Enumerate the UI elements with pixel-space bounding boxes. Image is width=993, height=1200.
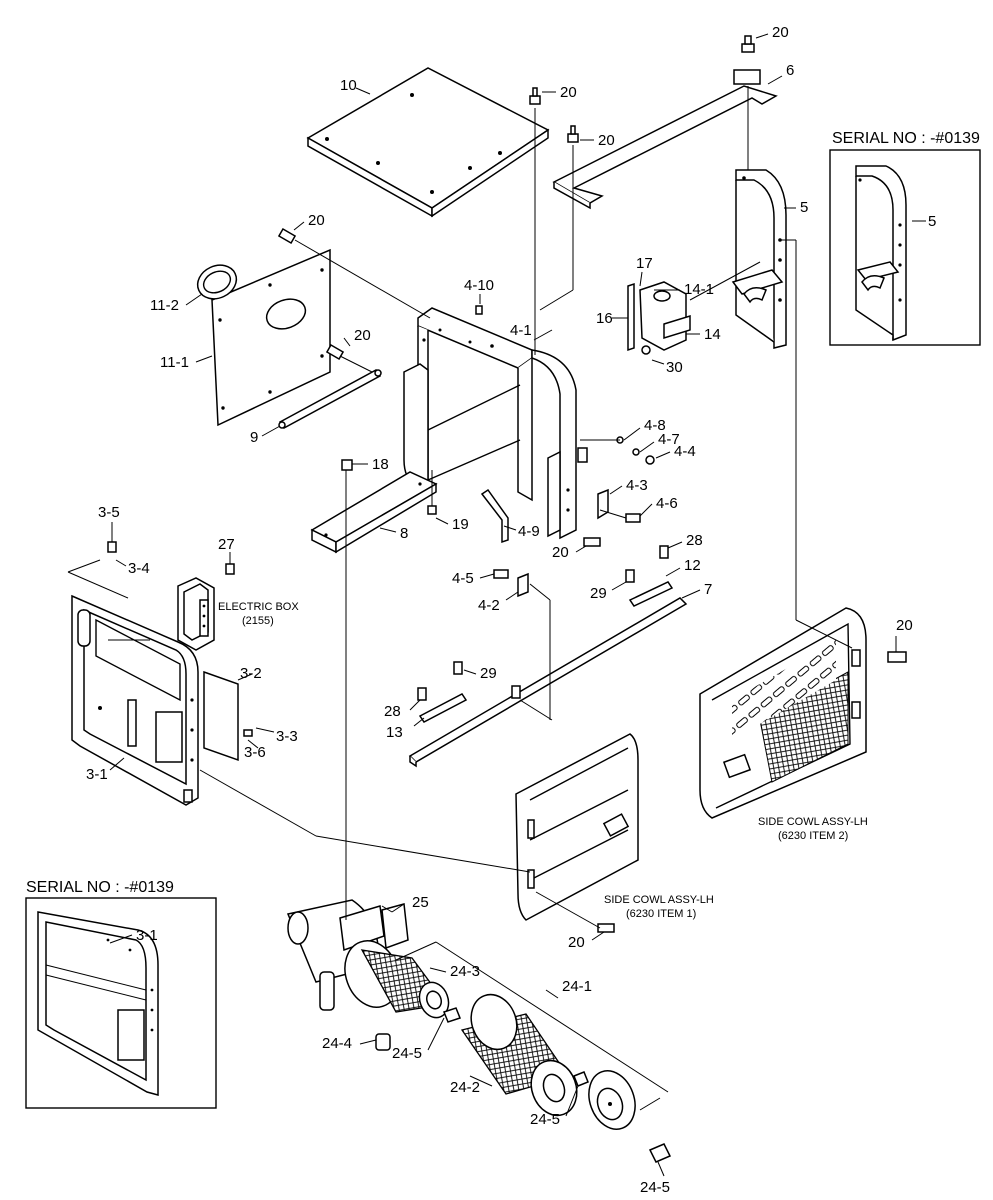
callout-6: 6: [786, 62, 794, 79]
callout-30: 30: [666, 359, 683, 376]
callout-13: 13: [386, 724, 403, 741]
callout-9: 9: [250, 429, 258, 446]
callout-20: 20: [568, 934, 585, 951]
inset-frame: [829, 149, 981, 346]
filter-element-24-2: [460, 993, 578, 1117]
callout-20: 20: [354, 327, 371, 344]
inset-serial-bottom-left: SERIAL NO : -#0139 3-1: [25, 879, 217, 1109]
callout-14: 14: [704, 326, 721, 343]
callout-16: 16: [596, 310, 613, 327]
callout-4-9: 4-9: [518, 523, 540, 540]
side-cowl-front-label: SIDE COWL ASSY-LH: [604, 894, 714, 906]
bolts: [107, 35, 907, 933]
callout-20: 20: [896, 617, 913, 634]
callout-20: 20: [560, 84, 577, 101]
top-bar-6: [552, 69, 778, 210]
callout-4-8: 4-8: [644, 417, 666, 434]
side-cowl-front-ref: (6230 ITEM 1): [626, 908, 696, 920]
callout-4-10: 4-10: [464, 277, 494, 294]
callout-19: 19: [452, 516, 469, 533]
callout-20: 20: [552, 544, 569, 561]
callout-3-5: 3-5: [98, 504, 120, 521]
assembly-lines: [67, 86, 853, 1111]
callout-24-5: 24-5: [530, 1111, 560, 1128]
shelf-plate-8: [310, 471, 438, 554]
rod-4-9: [480, 488, 509, 544]
leader-line: [109, 934, 133, 944]
callout-4-6: 4-6: [656, 495, 678, 512]
electric-box: [177, 577, 215, 651]
top-cover-10: [306, 67, 550, 218]
electric-box-label: ELECTRIC BOX: [218, 601, 299, 613]
callout-29: 29: [480, 665, 497, 682]
callout-leaders: [109, 33, 897, 1177]
center-frame-4-1: [403, 307, 588, 540]
callout-4-2: 4-2: [478, 597, 500, 614]
callout-4-3: 4-3: [626, 477, 648, 494]
callout-25: 25: [412, 894, 429, 911]
side-cowl-rear-label: SIDE COWL ASSY-LH: [758, 816, 868, 828]
side-panel-11-1: [211, 248, 331, 427]
callout-3-4: 3-4: [128, 560, 150, 577]
callout-17: 17: [636, 255, 653, 272]
side-cowl-front: [515, 733, 639, 921]
plate-3-2: [203, 670, 239, 762]
callout-24-1: 24-1: [562, 978, 592, 995]
callout-3-6: 3-6: [244, 744, 266, 761]
part-label: 3-1: [136, 927, 158, 944]
callout-11-1: 11-1: [160, 354, 189, 371]
callout-20: 20: [598, 132, 615, 149]
callout-3-3: 3-3: [276, 728, 298, 745]
callout-numbers: 20 6 10 20 20 5 20 11-2 4-10 17 14-1 16 …: [86, 24, 913, 1196]
callout-10: 10: [340, 77, 357, 94]
callout-28: 28: [686, 532, 703, 549]
callout-7: 7: [704, 581, 712, 598]
callout-20: 20: [308, 212, 325, 229]
callout-24-5: 24-5: [640, 1179, 670, 1196]
callout-11-2: 11-2: [150, 297, 179, 314]
callout-27: 27: [218, 536, 235, 553]
inset-serial-top-right: SERIAL NO : -#0139 5: [829, 130, 981, 346]
bracket-4-3: [597, 488, 609, 520]
tank-14: [627, 281, 691, 355]
front-frame-3-1: [71, 594, 199, 806]
callout-14-1: 14-1: [684, 281, 714, 298]
inset-frame: [25, 897, 217, 1109]
callout-4-5: 4-5: [452, 570, 474, 587]
callout-8: 8: [400, 525, 408, 542]
bracket-4-2: [517, 572, 529, 598]
callout-4-4: 4-4: [674, 443, 696, 460]
callout-28: 28: [384, 703, 401, 720]
callout-29: 29: [590, 585, 607, 602]
inset-bracket-5: [855, 165, 907, 342]
callout-24-4: 24-4: [322, 1035, 352, 1052]
electric-box-ref: (2155): [242, 615, 274, 627]
callout-12: 12: [684, 557, 701, 574]
callout-4-1: 4-1: [510, 322, 532, 339]
callout-24-2: 24-2: [450, 1079, 480, 1096]
callout-18: 18: [372, 456, 389, 473]
bracket-5: [731, 169, 787, 349]
callout-24-3: 24-3: [450, 963, 480, 980]
callout-24-5: 24-5: [392, 1045, 422, 1062]
side-cowl-rear-ref: (6230 ITEM 2): [778, 830, 848, 842]
callout-3-1: 3-1: [86, 766, 108, 783]
inset-frame-3-1: [37, 911, 159, 1096]
part-label: 5: [928, 213, 936, 230]
stay-rod-9: [278, 369, 382, 429]
lower-bar-7: [408, 581, 688, 768]
annotations: ELECTRIC BOX (2155) SIDE COWL ASSY-LH (6…: [218, 601, 868, 920]
wing-nuts-24-5: [375, 1007, 672, 1163]
filter-cover-24-1: [588, 1070, 636, 1130]
filter-element-24-3: [344, 940, 450, 1019]
inset-serial-header: SERIAL NO : -#0139: [26, 879, 174, 896]
inset-serial-header: SERIAL NO : -#0139: [832, 130, 980, 147]
grommet-11-2: [196, 264, 238, 300]
callout-4-7: 4-7: [658, 431, 680, 448]
callout-3-2: 3-2: [240, 665, 262, 682]
callout-5: 5: [800, 199, 808, 216]
side-cowl-rear: [699, 607, 867, 819]
callout-20: 20: [772, 24, 789, 41]
